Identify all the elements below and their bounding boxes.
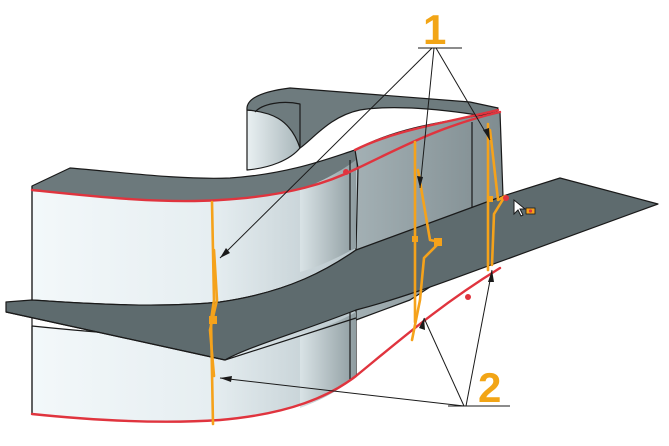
section-plane [5, 177, 659, 361]
middle-feature-zigzag [410, 168, 442, 342]
feature-node [434, 238, 442, 246]
leader-arrowheads [220, 128, 494, 382]
plane-near-part [5, 177, 659, 361]
arrowhead [483, 128, 490, 140]
callout-number-2: 2 [478, 364, 501, 411]
arrowhead [220, 248, 230, 258]
upper-right-flank [300, 160, 356, 272]
feature-marker [343, 169, 349, 175]
callout-leaders [219, 47, 510, 407]
leader-1-to-left-feature [219, 47, 433, 259]
leader-2-to-right-feature [465, 269, 493, 407]
left-feature-zigzag [208, 248, 219, 378]
arrowhead [419, 318, 425, 330]
arrowhead [488, 270, 494, 282]
leader-2-to-middle-feature [423, 317, 465, 407]
mouse-cursor-icon [513, 198, 536, 217]
orange-feature-nodes [209, 196, 493, 324]
sketch-constraint-icon [525, 207, 536, 215]
feature-marker [503, 195, 509, 201]
top-outer-edge-highlight [30, 110, 502, 203]
feature-marker [465, 294, 471, 300]
feature-node [209, 316, 217, 324]
boss-top-face [246, 87, 499, 149]
callout-number-1: 1 [423, 6, 446, 53]
red-feature-markers [343, 169, 509, 300]
feature-node [487, 196, 493, 202]
leader-2-to-left-feature [219, 377, 465, 407]
leader-1-to-middle-feature [419, 47, 435, 189]
arrowhead [220, 376, 232, 382]
leader-1-to-right-feature [435, 47, 491, 141]
arrowhead [417, 176, 423, 188]
boss-inner-arc [254, 101, 301, 148]
plane-front-edge [5, 311, 357, 361]
lower-right-flank [300, 312, 356, 408]
top-back-edge-highlight [353, 108, 500, 152]
feature-node [412, 236, 418, 242]
